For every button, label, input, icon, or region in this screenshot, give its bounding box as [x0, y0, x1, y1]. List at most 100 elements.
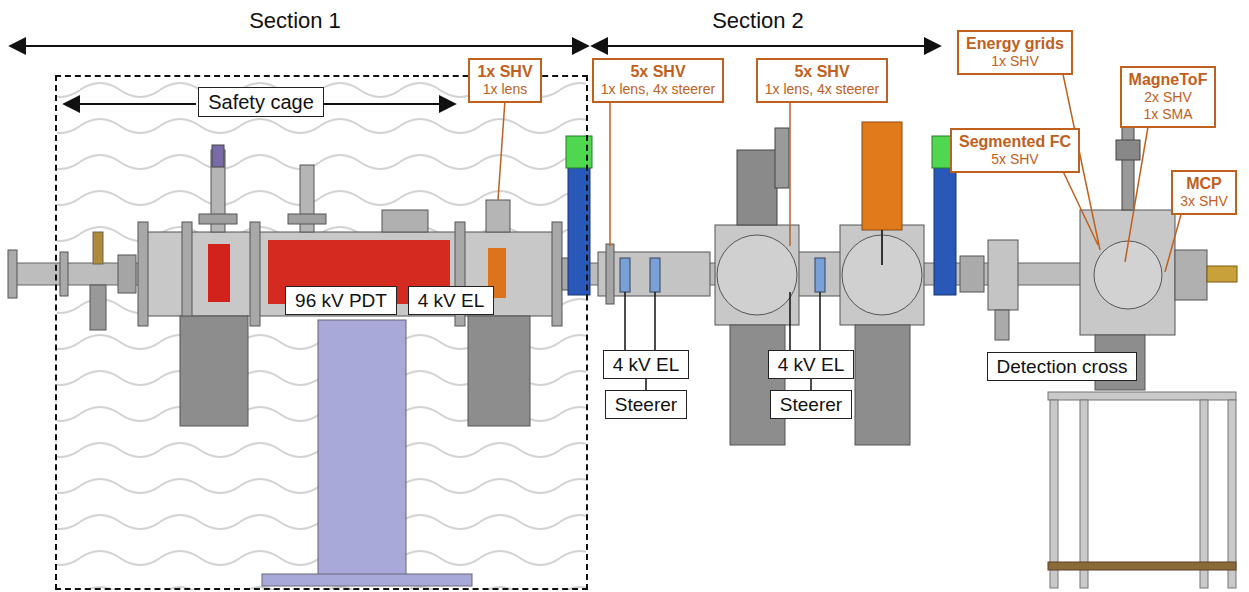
component-label: Steerer	[770, 390, 852, 419]
connector-line	[645, 379, 647, 390]
feedthrough	[1175, 250, 1207, 300]
cross	[840, 225, 924, 325]
cage-arrow	[322, 103, 455, 105]
small-cross	[988, 240, 1018, 310]
pipe	[775, 128, 789, 188]
component-label: 4 kV EL	[603, 350, 690, 379]
label-text: 1x SHV	[477, 62, 532, 81]
leader-line	[654, 292, 656, 350]
lens-electrode	[620, 258, 630, 292]
section-arrow	[592, 45, 940, 47]
stand	[318, 320, 406, 576]
flange	[182, 222, 192, 326]
electrode	[208, 244, 230, 302]
leader-line	[1060, 165, 1098, 245]
detail-text: 5x SHV	[959, 151, 1071, 168]
flange	[606, 244, 614, 304]
valve	[995, 310, 1009, 340]
connector-callout: MCP3x SHV	[1171, 170, 1236, 215]
detail-text: 1x SHV	[966, 53, 1064, 70]
component-label: Detection cross	[987, 352, 1138, 381]
section-label: Section 2	[712, 8, 804, 34]
flange	[288, 214, 326, 224]
label-text: Detection cross	[997, 355, 1128, 378]
section-arrow	[10, 45, 588, 47]
label-text: Energy grids	[966, 34, 1064, 53]
label-text: MagneToF	[1129, 70, 1208, 89]
section-label: Section 1	[249, 8, 341, 34]
feedthrough	[737, 150, 777, 225]
safety-cage: Safety cage1x SHV1x lens96 kV PDT4 kV EL	[55, 75, 588, 590]
cage-hatching	[57, 77, 586, 590]
port	[486, 200, 510, 232]
frame	[1050, 400, 1058, 588]
rod	[881, 230, 883, 265]
label-text: 5x SHV	[601, 62, 715, 81]
pump	[730, 325, 785, 445]
detail-text: 1x lens, 4x steerer	[601, 81, 715, 98]
leader-line	[624, 292, 626, 350]
frame	[1080, 400, 1088, 588]
frame	[1228, 400, 1236, 588]
leader-line	[1125, 115, 1150, 262]
connector-callout: 5x SHV1x lens, 4x steerer	[592, 58, 724, 103]
label-text: 4 kV EL	[418, 289, 485, 312]
label-text: 5x SHV	[765, 62, 879, 81]
stand-base	[262, 574, 472, 586]
leader-line	[789, 100, 791, 246]
component-label: 96 kV PDT	[285, 286, 397, 315]
component-label: 4 kV EL	[768, 350, 855, 379]
flange	[199, 214, 237, 224]
detection-chamber	[1080, 210, 1175, 335]
label-text: Steerer	[780, 393, 842, 416]
flange	[60, 252, 68, 296]
cross-window	[1094, 241, 1162, 309]
frame	[1048, 392, 1236, 400]
detail-text: 1x lens	[477, 81, 532, 98]
detail-text: 1x lens, 4x steerer	[765, 81, 879, 98]
valve	[93, 232, 103, 264]
connector-callout: Segmented FC5x SHV	[950, 128, 1080, 173]
leader-line	[819, 292, 821, 350]
frame	[1200, 400, 1208, 588]
pump	[855, 325, 910, 445]
bellows	[960, 256, 984, 292]
connector-callout: 1x SHV1x lens	[468, 58, 541, 103]
label-text: 4 kV EL	[613, 353, 680, 376]
chamber	[140, 232, 560, 316]
connector-callout: Energy grids1x SHV	[957, 30, 1073, 75]
flange	[552, 222, 562, 326]
leader-line	[609, 100, 611, 246]
cage-label: Safety cage	[198, 87, 324, 117]
label-text: Steerer	[615, 393, 677, 416]
cage-arrow	[64, 103, 196, 105]
gate-valve	[934, 165, 956, 295]
connector-callout: 5x SHV1x lens, 4x steerer	[756, 58, 888, 103]
connector	[1207, 266, 1237, 282]
flange	[8, 250, 17, 298]
port	[382, 210, 428, 232]
component-label: 4 kV EL	[408, 286, 495, 315]
detail-text: 3x SHV	[1180, 193, 1227, 210]
valve-actuator	[566, 136, 592, 168]
lens-tube	[598, 252, 710, 296]
lens-electrode	[815, 258, 825, 292]
label-text: MCP	[1180, 174, 1227, 193]
flange	[250, 222, 260, 326]
connector-callout: MagneToF2x SHV 1x SMA	[1120, 66, 1217, 128]
leader-line	[789, 292, 791, 350]
cross-window	[717, 235, 797, 315]
frame-shelf	[1048, 562, 1236, 570]
component-label: Steerer	[605, 390, 687, 419]
manipulator	[1116, 140, 1140, 160]
pump	[180, 316, 248, 426]
detail-text: 2x SHV 1x SMA	[1138, 89, 1198, 123]
label-text: 4 kV EL	[778, 353, 845, 376]
actuator	[862, 122, 902, 230]
flange	[138, 222, 148, 326]
gauge	[90, 285, 106, 330]
connector-line	[810, 379, 812, 390]
cross	[715, 225, 799, 325]
label-text: 96 kV PDT	[295, 289, 387, 312]
